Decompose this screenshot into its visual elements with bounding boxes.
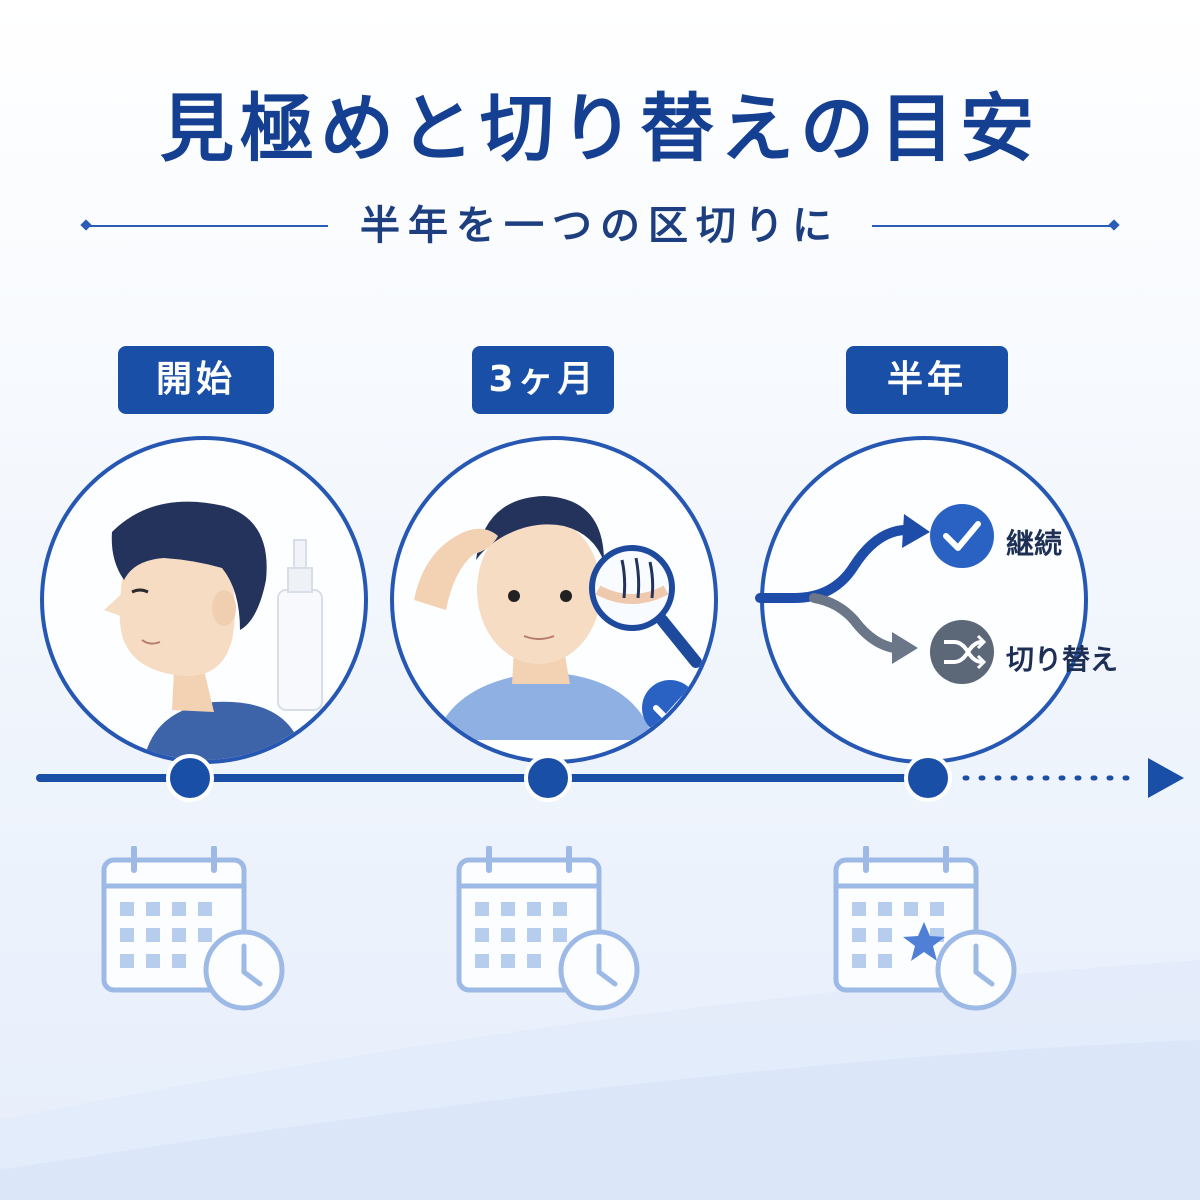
timeline-node-3months: [524, 754, 572, 802]
subtitle-divider-left: [88, 225, 328, 227]
stage-illustration-3months: [390, 436, 718, 764]
switch-label: 切り替え: [1006, 643, 1119, 676]
stage-label-half-year: 半年: [846, 346, 1008, 414]
decision-branch: 継続 切り替え: [754, 436, 1174, 766]
stage-label-start: 開始: [118, 346, 274, 414]
man-profile-illustration: [104, 501, 323, 760]
check-circle-icon: [930, 504, 994, 568]
star-icon: [903, 922, 945, 961]
subtitle-divider-right: [872, 225, 1112, 227]
man-checking-hair-illustration: [414, 496, 702, 740]
branch-arrows: [755, 504, 994, 684]
timeline-node-start: [166, 754, 214, 802]
arrow-right-icon: [1148, 758, 1184, 798]
subtitle-row: 半年を一つの区切りに: [80, 200, 1120, 252]
stage-illustration-start: [40, 436, 368, 764]
calendar-clock-icon: [101, 846, 285, 1011]
page-title: 見極めと切り替えの目安: [160, 86, 1040, 172]
calendar-star-clock-icon: [833, 846, 1017, 1011]
timeline-node-half-year: [904, 754, 952, 802]
continue-label: 継続: [1006, 527, 1063, 560]
page-subtitle: 半年を一つの区切りに: [360, 203, 840, 249]
shuffle-icon: [930, 620, 994, 684]
calendar-clock-icon: [456, 846, 640, 1011]
timeline: [36, 754, 1184, 802]
stage-label-3months: 3ヶ月: [472, 346, 614, 414]
